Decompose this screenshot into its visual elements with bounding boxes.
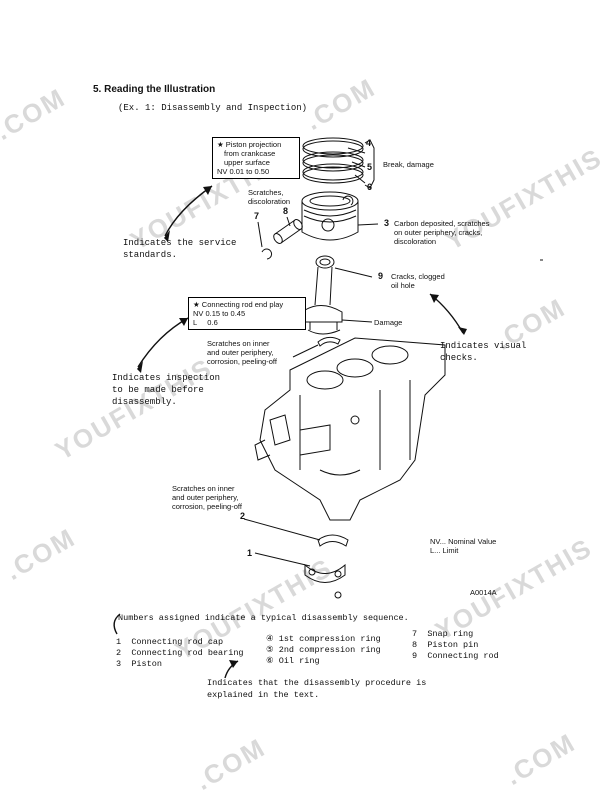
label-cracks: Cracks, clogged oil hole [391,272,445,290]
part-number-8: 8 [283,206,289,216]
rod-end-play-callout: ★ Connecting rod end play NV 0.15 to 0.4… [188,297,306,330]
legend-item: 2 Connecting rod bearing [116,648,244,658]
legend-col-1: 1 Connecting rod cap 2 Connecting rod be… [116,637,244,670]
arrow-sequence [113,613,121,635]
label-damage: Damage [374,318,403,327]
part-number-7: 7 [254,211,260,221]
arrow-service [164,185,213,237]
piston-rings [302,137,364,184]
arrow-inspection [137,317,189,368]
connecting-rod [304,255,343,335]
legend-item: ⑤ 2nd compression ring [266,645,381,655]
legend-item: 9 Connecting rod [412,651,499,661]
legend-col-3: 7 Snap ring 8 Piston pin 9 Connecting ro… [412,629,499,662]
legend-col-2: ④ 1st compression ring ⑤ 2nd compression… [266,634,381,667]
note-sequence: Numbers assigned indicate a typical disa… [118,613,409,623]
note-inspection: Indicates inspection to be made before d… [112,373,221,407]
engine-illustration [113,137,543,679]
label-break-damage: Break, damage [383,160,434,169]
part-number-9: 9 [378,271,384,281]
legend-item: 8 Piston pin [412,640,479,650]
label-carbon-deposited: Carbon deposited, scratches on outer per… [394,219,490,246]
part-number-4: 4 [366,138,372,148]
piston-projection-callout: ★ Piston projection from crankcase upper… [212,137,300,179]
label-scratches-inner-bearing: Scratches on inner and outer periphery, … [172,484,242,511]
piston [301,191,359,241]
legend-item: 7 Snap ring [412,629,474,639]
rod-cap [304,563,346,583]
legend-item: 1 Connecting rod cap [116,637,224,647]
part-number-5: 5 [367,162,373,172]
part-number-1: 1 [247,548,253,558]
cylinder-block [254,337,446,521]
part-number-2: 2 [240,511,246,521]
subheading: (Ex. 1: Disassembly and Inspection) [118,103,308,113]
piston-pin [273,219,303,244]
section-heading: 5. Reading the Illustration [93,84,216,95]
label-scratches-discoloration: Scratches, discoloration [248,188,291,206]
legend-item: 3 Piston [116,659,162,669]
label-scratches-inner-rod: Scratches on inner and outer periphery, … [207,339,277,366]
figure-code: A0014A [470,588,497,597]
part-number-6: 6 [367,182,373,192]
legend-item: ⑥ Oil ring [266,656,320,666]
part-number-3: 3 [384,218,390,228]
note-procedure: Indicates that the disassembly procedure… [207,678,427,700]
legend-item: ④ 1st compression ring [266,634,381,644]
note-visual-checks: Indicates visual checks. [440,341,527,363]
note-service-standards: Indicates the service standards. [123,238,237,260]
note-nominal-value: NV... Nominal Value L... Limit [430,537,497,555]
